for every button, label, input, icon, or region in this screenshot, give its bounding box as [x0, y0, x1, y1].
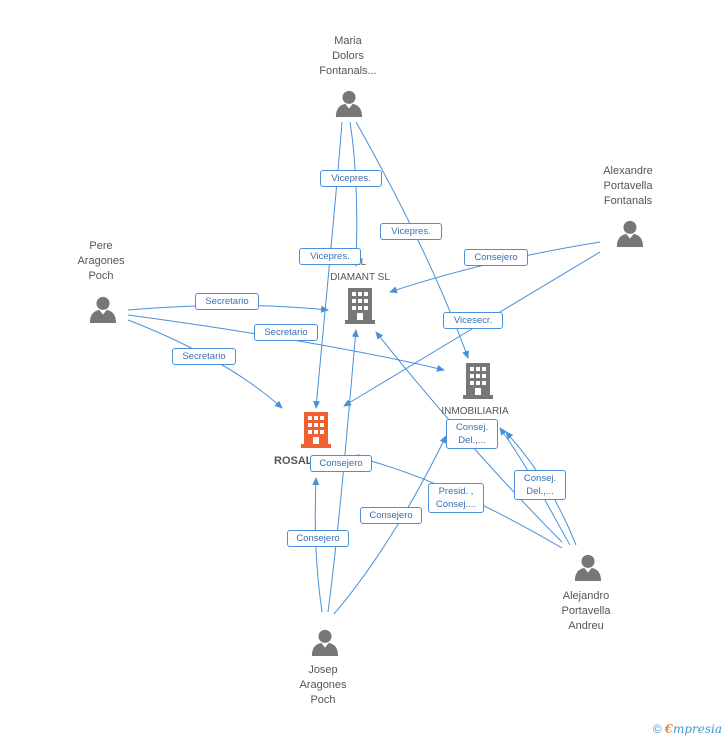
- copyright-symbol: ©: [652, 722, 662, 736]
- edge-label-e8[interactable]: Vicesecr.: [443, 312, 503, 329]
- edge-label-e5[interactable]: Secretario: [195, 293, 259, 310]
- edge-label-e11[interactable]: Presid. , Consej....: [428, 483, 484, 513]
- edge-label-e3[interactable]: Vicepres.: [299, 248, 361, 265]
- person-icon-pere[interactable]: [89, 296, 117, 323]
- person-icon-alexandre[interactable]: [616, 220, 644, 247]
- building-icon-diamant[interactable]: [345, 288, 375, 324]
- edge-label-e14[interactable]: Consejero: [287, 530, 349, 547]
- edge-label-e10[interactable]: Consejero: [310, 455, 372, 472]
- node-label-maria[interactable]: Maria Dolors Fontanals...: [319, 35, 377, 77]
- node-label-alejandro[interactable]: Alejandro Portavella Andreu: [561, 590, 611, 632]
- edge-label-e9[interactable]: Consej. Del.,...: [446, 419, 498, 449]
- company-label-rosal[interactable]: ROSAL: [274, 455, 313, 467]
- edge-label-e1[interactable]: Vicepres.: [320, 170, 382, 187]
- person-icon-maria[interactable]: [335, 90, 363, 117]
- person-icon-alejandro[interactable]: [574, 554, 602, 581]
- node-label-josep[interactable]: Josep Aragones Poch: [299, 664, 347, 706]
- edge-label-e13[interactable]: Consejero: [360, 507, 422, 524]
- building-icon-rosal[interactable]: [301, 412, 331, 448]
- edge-label-e4[interactable]: Consejero: [464, 249, 528, 266]
- footer-brand[interactable]: © €mpresia: [653, 722, 722, 736]
- brand-logo: €mpresia: [664, 722, 722, 736]
- edge-label-e7[interactable]: Secretario: [172, 348, 236, 365]
- edge-maria-diamant: [349, 121, 360, 267]
- edge-label-e12[interactable]: Consej. Del.,...: [514, 470, 566, 500]
- node-label-pere[interactable]: Pere Aragones Poch: [77, 240, 125, 282]
- edge-label-e2[interactable]: Vicepres.: [380, 223, 442, 240]
- edge-josep-rosal: [312, 477, 323, 613]
- person-icon-josep[interactable]: [311, 629, 339, 656]
- company-label-inmobiliaria[interactable]: INMOBILIARIA: [441, 406, 509, 417]
- edge-label-e6[interactable]: Secretario: [254, 324, 318, 341]
- building-icon-inmobiliaria[interactable]: [463, 363, 493, 399]
- node-label-alexandre[interactable]: Alexandre Portavella Fontanals: [603, 165, 653, 207]
- edge-alexandre-rosal: [343, 251, 601, 407]
- edge-josep-inmobiliaria: [333, 435, 447, 615]
